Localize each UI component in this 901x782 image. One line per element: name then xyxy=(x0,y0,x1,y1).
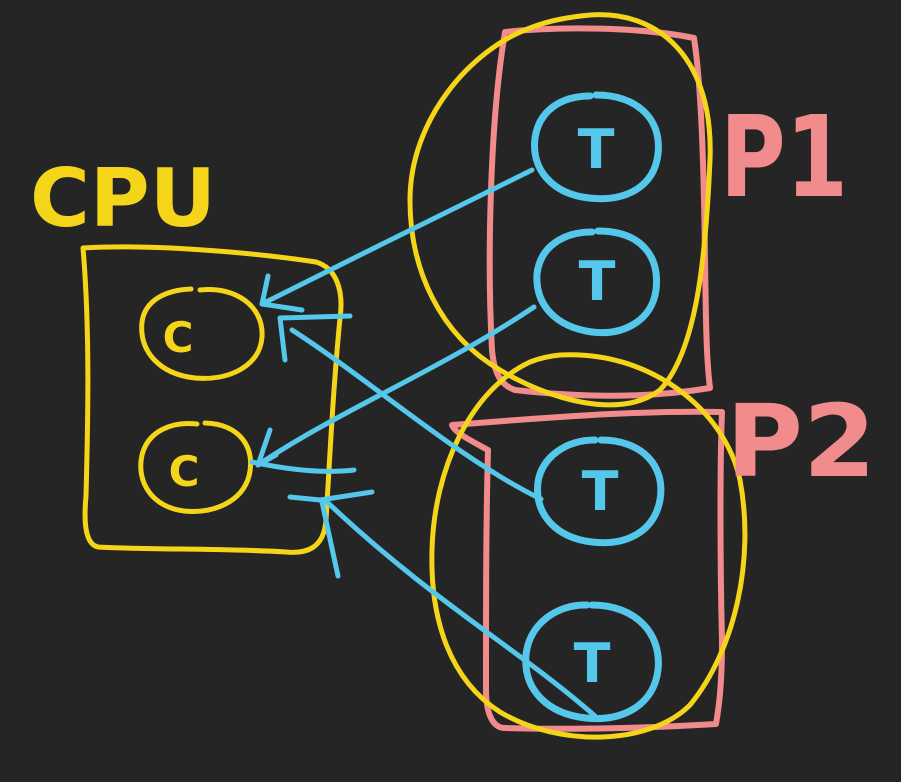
arrowhead-core-2-a xyxy=(255,427,279,468)
thread-p2-2-circle xyxy=(522,601,662,723)
process-p1-box xyxy=(486,25,713,399)
process-p1: P1 xyxy=(407,12,848,408)
core-2-circle xyxy=(138,420,253,514)
process-p2-ellipse xyxy=(429,352,748,740)
thread-p2-1-circle xyxy=(534,436,665,547)
arrowhead-core-1-a xyxy=(259,273,305,313)
arrowhead-core-2-b xyxy=(287,489,375,579)
thread-p2-1: T xyxy=(534,436,665,547)
thread-p1-2: T xyxy=(533,227,660,337)
core-1-label: C xyxy=(163,313,194,362)
process-p1-label: P1 xyxy=(720,93,848,223)
thread-p2-1-label: T xyxy=(582,460,619,523)
cpu-label: CPU xyxy=(30,152,216,245)
thread-p1-1: T xyxy=(531,91,662,203)
process-p2-box xyxy=(449,408,725,732)
arrowhead-core-1-b xyxy=(277,313,353,363)
core-1-circle xyxy=(139,286,265,381)
thread-p2-2: T xyxy=(522,601,662,723)
arrow-thread-p1-1-to-core-1 xyxy=(259,167,535,307)
core-2-label: C xyxy=(169,447,200,496)
thread-p1-1-label: T xyxy=(578,118,615,181)
arrowhead-core-2-c xyxy=(249,459,357,474)
process-p1-ellipse xyxy=(407,12,713,408)
process-p2-label: P2 xyxy=(726,383,876,500)
arrow-thread-p2-2-to-core-2 xyxy=(322,497,598,719)
arrow-thread-p2-1-to-core-1 xyxy=(289,327,544,502)
core-1: C xyxy=(139,286,265,381)
cpu-box xyxy=(80,244,344,555)
core-2: C xyxy=(138,420,253,514)
process-p2: P2 xyxy=(429,352,876,740)
arrow-thread-p1-2-to-core-2 xyxy=(255,304,537,468)
thread-p2-2-label: T xyxy=(574,632,611,695)
thread-p1-1-circle xyxy=(531,91,662,203)
thread-p1-2-label: T xyxy=(579,250,616,313)
thread-p1-2-circle xyxy=(533,227,660,337)
